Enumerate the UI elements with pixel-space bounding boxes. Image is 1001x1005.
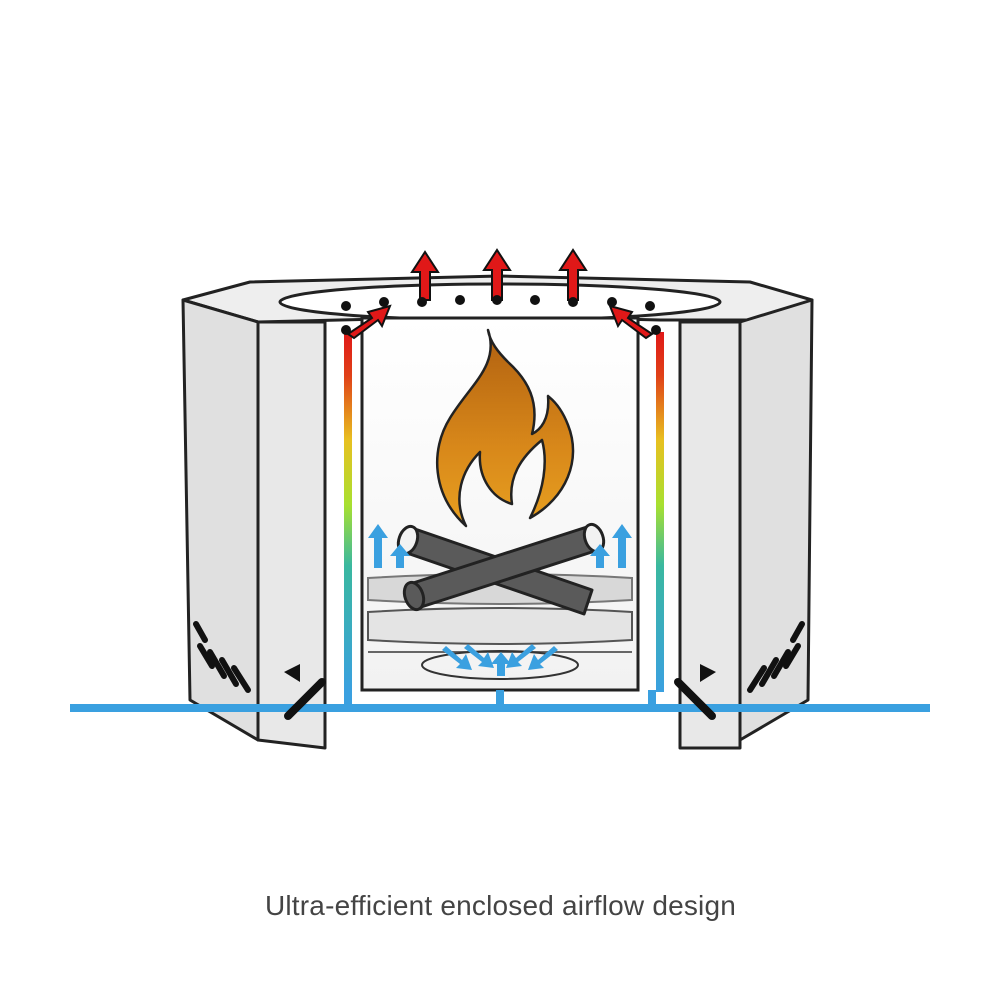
left-wall <box>181 298 327 750</box>
up-arrow-icon <box>590 544 610 568</box>
air-holes <box>341 295 661 335</box>
up-arrow-icon <box>368 524 388 568</box>
up-arrow-icon <box>482 248 512 301</box>
hot-air-channels <box>344 332 664 692</box>
cool-air-path <box>70 690 930 712</box>
up-arrow-icon <box>558 248 588 301</box>
right-wall <box>678 298 814 750</box>
hot-air-jets <box>346 248 654 340</box>
up-arrow-icon <box>612 524 632 568</box>
up-arrow-icon <box>491 652 511 676</box>
flame-icon <box>435 328 575 528</box>
vent-icon <box>193 621 251 693</box>
up-arrow-icon <box>390 544 410 568</box>
up-arrow-icon <box>410 250 440 301</box>
caption: Ultra-efficient enclosed airflow design <box>264 890 737 921</box>
vent-icon <box>747 621 805 693</box>
cool-air-arrows <box>368 524 632 676</box>
